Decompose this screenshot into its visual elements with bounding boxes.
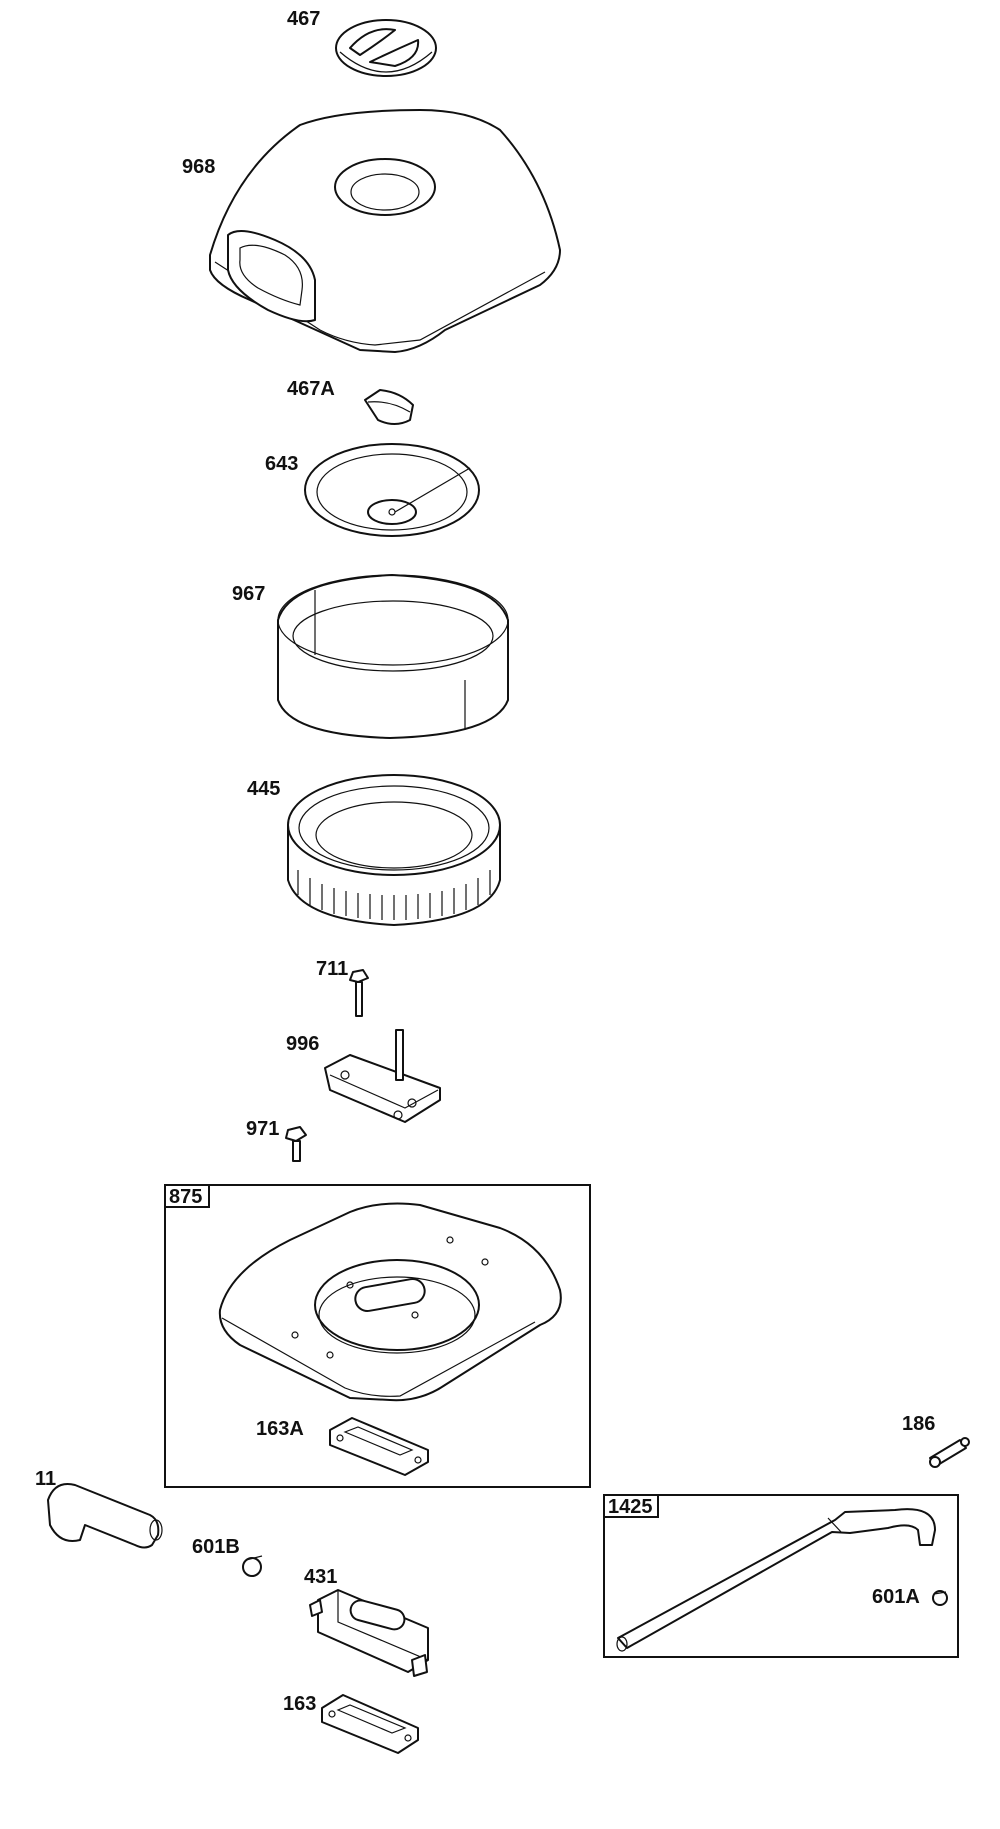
callout-711: 711 (316, 958, 348, 980)
part-711-bolt (349, 969, 369, 1017)
part-11-breather-hose (47, 1483, 163, 1549)
part-467-cover-cap (335, 19, 437, 77)
kit-1425-box (603, 1494, 959, 1658)
callout-163: 163 (283, 1693, 316, 1715)
part-601A-clamp (932, 1590, 948, 1606)
part-601B-clamp (242, 1555, 263, 1577)
callout-431: 431 (304, 1566, 337, 1588)
part-971-screw (285, 1126, 307, 1162)
callout-996: 996 (286, 1033, 319, 1055)
callout-445: 445 (247, 778, 280, 800)
callout-971: 971 (246, 1118, 279, 1140)
part-445-air-filter (287, 774, 501, 926)
callout-967: 967 (232, 583, 265, 605)
part-1425-breather-tube (616, 1508, 936, 1652)
callout-163A: 163A (256, 1418, 304, 1440)
callout-467: 467 (287, 8, 320, 30)
part-968-air-cleaner-cover (209, 109, 561, 353)
part-875-base-plate (218, 1202, 562, 1402)
callout-186: 186 (902, 1413, 935, 1435)
part-967-pre-cleaner (277, 574, 509, 739)
callout-968: 968 (182, 156, 215, 178)
callout-601A: 601A (872, 1586, 920, 1608)
part-996-bracket (324, 1029, 441, 1123)
part-643-filter-plate (304, 443, 480, 537)
part-467A-knob (364, 389, 414, 425)
part-163-gasket (321, 1694, 419, 1754)
kit-875-box (164, 1184, 591, 1488)
callout-467A: 467A (287, 378, 335, 400)
kit-label-1425: 1425 (608, 1496, 653, 1518)
part-163A-gasket (329, 1417, 429, 1476)
callout-601B: 601B (192, 1536, 240, 1558)
part-431-carburetor-adapter (309, 1589, 429, 1677)
part-186-fitting (929, 1437, 970, 1468)
kit-label-875: 875 (169, 1186, 202, 1208)
callout-11: 11 (35, 1468, 56, 1490)
callout-643: 643 (265, 453, 298, 475)
